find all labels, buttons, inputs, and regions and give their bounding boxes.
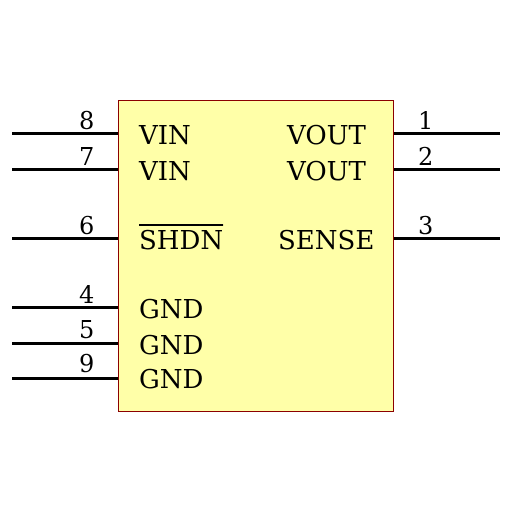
pin-2-label: VOUT bbox=[287, 157, 366, 187]
pin-3-line bbox=[394, 237, 500, 240]
pin-1-number: 1 bbox=[418, 107, 434, 135]
pin-5-label: GND bbox=[139, 331, 204, 361]
pin-6-line bbox=[12, 237, 118, 240]
pin-4-line bbox=[12, 306, 118, 309]
pin-7-label: VIN bbox=[139, 157, 191, 187]
pin-6-number: 6 bbox=[79, 212, 95, 240]
pin-4-label: GND bbox=[139, 295, 204, 325]
pin-2-line bbox=[394, 168, 500, 171]
pin-2-number: 2 bbox=[418, 143, 434, 171]
pin-5-line bbox=[12, 342, 118, 345]
pin-7-number: 7 bbox=[79, 143, 95, 171]
pin-9-line bbox=[12, 377, 118, 380]
pin-8-line bbox=[12, 132, 118, 135]
pin-1-line bbox=[394, 132, 500, 135]
pin-4-number: 4 bbox=[79, 281, 95, 309]
pin-3-label: SENSE bbox=[278, 226, 375, 256]
ic-body bbox=[118, 100, 394, 412]
pin-8-label: VIN bbox=[139, 121, 191, 151]
pin-1-label: VOUT bbox=[287, 121, 366, 151]
pin-8-number: 8 bbox=[79, 107, 95, 135]
pin-6-label: SHDN bbox=[139, 226, 224, 256]
pin-9-number: 9 bbox=[79, 350, 95, 378]
pin-3-number: 3 bbox=[418, 212, 434, 240]
pin-7-line bbox=[12, 168, 118, 171]
pin-9-label: GND bbox=[139, 365, 204, 395]
pin-5-number: 5 bbox=[79, 316, 95, 344]
